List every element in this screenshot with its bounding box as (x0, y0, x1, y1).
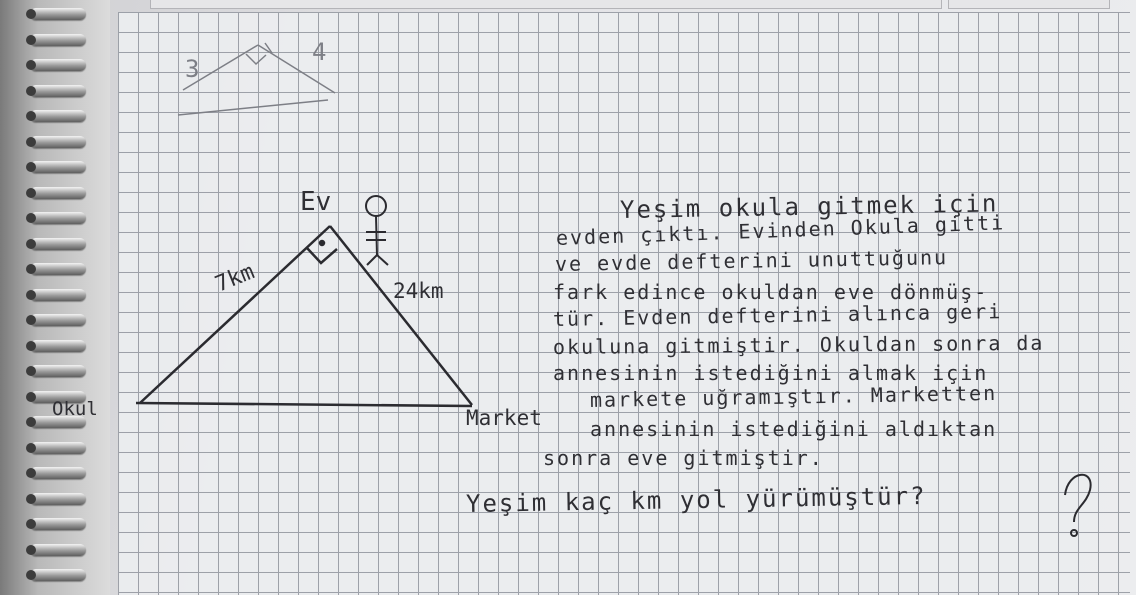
binding-hole (26, 493, 36, 504)
binding-hole (26, 544, 36, 555)
problem-line: fark edince okuldan eve dönmüş- (553, 280, 989, 304)
binding-hole (26, 187, 36, 198)
problem-line: annesinin istediğini aldıktan (590, 417, 998, 441)
binding-hole (26, 366, 36, 376)
spiral-ring (30, 161, 86, 173)
binding-hole (26, 60, 36, 70)
spiral-ring (30, 339, 86, 352)
spiral-ring (30, 8, 86, 20)
binding-hole (26, 34, 36, 45)
binding-hole (26, 391, 36, 402)
binding-hole (26, 519, 36, 529)
side-label-right: 24km (393, 279, 444, 303)
problem-line: annesinin istediğini almak için (553, 361, 989, 385)
binding-hole (26, 468, 36, 478)
binding-hole (26, 289, 36, 300)
problem-line: sonra eve gitmiştir. (543, 446, 824, 470)
small-triangle-side-b: 4 (312, 38, 327, 66)
binding-hole (26, 111, 36, 121)
binding-hole (26, 238, 36, 249)
small-triangle-sketch (177, 42, 336, 116)
spiral-ring (30, 390, 86, 403)
spiral-ring (30, 441, 86, 454)
spiral-ring (30, 212, 86, 224)
spiral-ring (30, 33, 86, 46)
problem-line: okuluna gitmiştir. Okuldan sonra da (552, 330, 1045, 359)
vertex-label-market: Market (466, 406, 542, 430)
spiral-ring (30, 288, 86, 301)
grid-paper (118, 12, 1130, 595)
vertex-label-okul: Okul (52, 398, 98, 420)
spiral-ring (30, 237, 86, 250)
spiral-ring (30, 467, 86, 479)
page-tab (948, 0, 1110, 9)
spiral-ring (30, 416, 86, 428)
vertex-label-ev: Ev (300, 187, 332, 217)
binding-hole (26, 340, 36, 351)
spiral-ring (30, 365, 86, 377)
binding-hole (26, 442, 36, 453)
page-tab (150, 0, 942, 9)
spiral-ring (30, 492, 86, 505)
small-triangle-side-a: 3 (185, 55, 200, 83)
spiral-ring (30, 186, 86, 199)
binding-hole (26, 264, 36, 274)
question-mark-icon (1064, 473, 1092, 537)
binding-hole (26, 9, 36, 19)
spiral-ring (30, 84, 86, 97)
spiral-ring (30, 543, 86, 556)
binding-hole (26, 315, 36, 325)
binding-hole (26, 417, 36, 427)
spiral-ring (30, 518, 86, 530)
main-triangle (135, 225, 473, 408)
person-figure (365, 195, 389, 266)
spiral-ring (30, 314, 86, 326)
spiral-ring (30, 569, 86, 581)
binding-hole (26, 136, 36, 147)
spiral-ring (30, 59, 86, 71)
spiral-ring (30, 135, 86, 148)
spiral-ring (30, 263, 86, 275)
spiral-ring (30, 110, 86, 122)
binding-hole (26, 162, 36, 172)
binding-hole (26, 570, 36, 580)
binding-hole (26, 213, 36, 223)
binding-hole (26, 85, 36, 96)
